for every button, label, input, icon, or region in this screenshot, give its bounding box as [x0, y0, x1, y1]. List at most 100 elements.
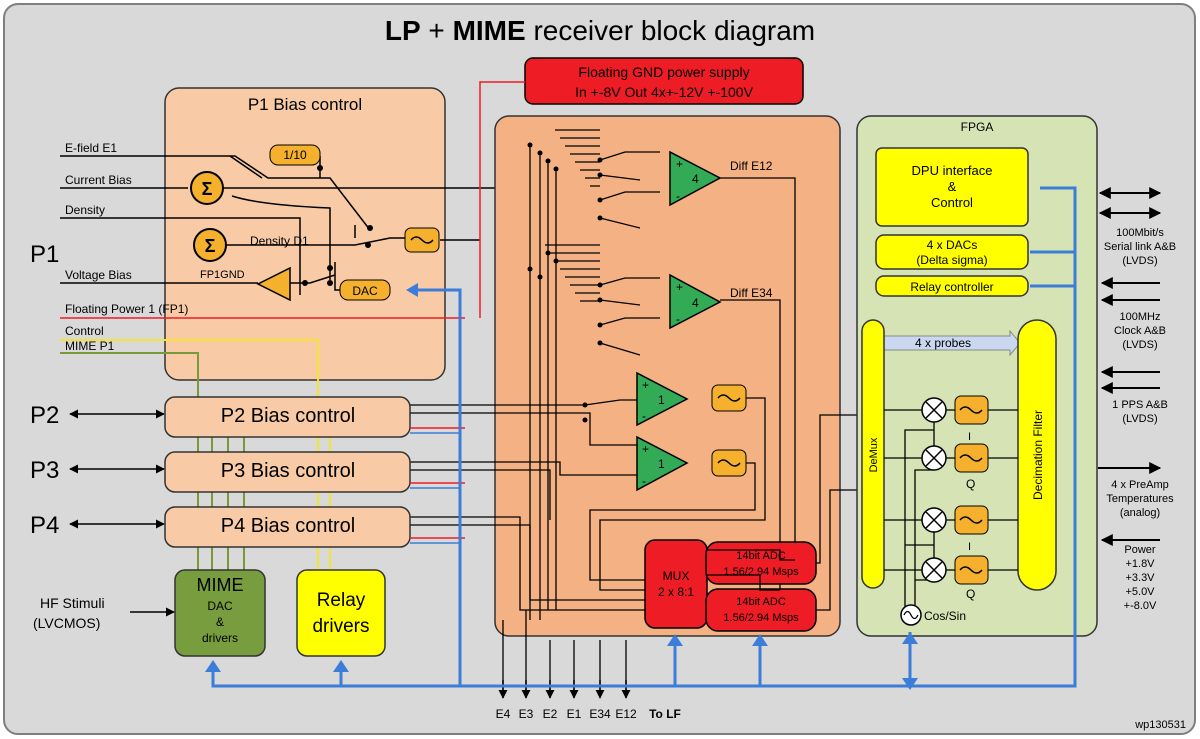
label-voltage-bias: Voltage Bias — [65, 268, 132, 282]
gain-1-10-label: 1/10 — [283, 148, 307, 162]
bottom-to-lf: To LF — [649, 707, 681, 721]
power-line1: Power — [1124, 544, 1156, 556]
probe-arrows — [69, 409, 165, 529]
diff-e34-label: Diff E34 — [730, 286, 773, 300]
opamp-b2-plus: + — [642, 442, 649, 456]
mixers — [921, 397, 947, 583]
adc-2-line1: 14bit ADC — [736, 596, 786, 608]
temp-line3: (analog) — [1120, 507, 1160, 519]
diff-e12-label: Diff E12 — [730, 159, 773, 173]
hf-stimuli-line2: (LVCMOS) — [33, 615, 100, 631]
pps-line2: (LVDS) — [1122, 413, 1157, 425]
clock-line2: Clock A&B — [1114, 325, 1166, 337]
dpu-line2: & — [948, 179, 957, 194]
mime-p1-line — [60, 352, 199, 398]
p1-block-title: P1 Bias control — [248, 95, 362, 114]
diagram-title: LP + MIME receiver block diagram — [385, 15, 815, 46]
sigma-symbol-1: Σ — [202, 179, 213, 199]
sigma-summer-2 — [193, 228, 227, 262]
label-density: Density — [65, 203, 105, 217]
fpga-title: FPGA — [961, 120, 994, 134]
p1-input-lines — [60, 155, 580, 295]
opamp-e34-plus: + — [676, 280, 683, 294]
p4-bias-control-label: P4 Bias control — [221, 515, 356, 537]
blue-dac-lines — [410, 432, 460, 544]
opamp-e34-minus: - — [676, 312, 680, 326]
label-current-bias: Current Bias — [65, 173, 132, 187]
mime-line4: drivers — [202, 631, 238, 645]
p4-bias-control-box — [164, 506, 411, 548]
label-efield: E-field E1 — [65, 141, 117, 155]
opamp-b2-gain: 1 — [658, 457, 665, 471]
analog-signal-lines — [410, 397, 868, 690]
serial-line1: 100Mbit/s — [1116, 227, 1164, 239]
clock-line1: 100MHz — [1120, 311, 1161, 323]
analog-frontend-block — [494, 115, 841, 637]
bottom-e12: E12 — [615, 707, 637, 721]
p1-driver-amp — [256, 266, 291, 302]
demux-label: DeMux — [868, 437, 880, 472]
bottom-e2: E2 — [543, 707, 558, 721]
adc-2-line2: 1.56/2.94 Msps — [723, 612, 799, 624]
probe-p1-label: P1 — [30, 241, 59, 268]
mux-line1: MUX — [663, 569, 690, 583]
mux-line2: 2 x 8:1 — [658, 585, 694, 599]
serial-line3: (LVDS) — [1122, 255, 1157, 267]
mime-title: MIME — [197, 575, 244, 595]
p2-bias-control-box — [164, 396, 411, 438]
mime-line2: DAC — [207, 599, 233, 613]
power-supply-line2: In +-8V Out 4x+-12V +-100V — [575, 84, 753, 100]
label-control: Control — [65, 324, 104, 338]
blue-arrowheads — [205, 283, 918, 690]
reference-id: wp130531 — [1134, 719, 1186, 731]
cos-sin-label: Cos/Sin — [924, 609, 966, 623]
power-supply-line1: Floating GND power supply — [578, 64, 749, 80]
relay-drivers-block — [296, 569, 386, 657]
power-supply-box — [524, 57, 804, 105]
clock-line3: (LVDS) — [1122, 339, 1157, 351]
p1-dac-box — [339, 279, 391, 301]
q-label-2: Q — [966, 587, 975, 601]
p3-bias-control-box — [164, 451, 411, 493]
opamp-buffer-2 — [636, 435, 689, 492]
adc-1-line2: 1.56/2.94 Msps — [723, 566, 799, 578]
bottom-e3: E3 — [519, 707, 534, 721]
probes4-label: 4 x probes — [915, 336, 971, 350]
bottom-e1: E1 — [567, 707, 582, 721]
serial-line2: Serial link A&B — [1104, 241, 1176, 253]
dacs-line1: 4 x DACs — [927, 238, 978, 252]
mime-block — [174, 569, 266, 657]
bottom-e4: E4 — [496, 707, 511, 721]
decim-label: Decimation Filter — [1031, 410, 1045, 500]
probe-p2-label: P2 — [30, 402, 59, 429]
fp-supply-line — [479, 81, 525, 318]
p1-bias-control-block — [164, 87, 446, 381]
p1-switch-dots — [302, 165, 373, 286]
power-line4: +5.0V — [1125, 586, 1155, 598]
p2-bias-control-label: P2 Bias control — [221, 405, 356, 427]
i-label-2: I — [968, 541, 971, 553]
matrix-dots — [527, 142, 603, 423]
switch-matrix-e34 — [545, 244, 781, 590]
label-mime-p1: MIME P1 — [65, 339, 115, 353]
bottom-e34: E34 — [589, 707, 611, 721]
sigma-symbol-2: Σ — [205, 236, 216, 256]
opamp-e12-minus: - — [676, 189, 680, 203]
density-d1-label: Density D1 — [250, 234, 309, 248]
pps-line1: 1 PPS A&B — [1112, 399, 1168, 411]
power-line3: +3.3V — [1125, 572, 1155, 584]
fp1gnd-label: FP1GND — [200, 269, 245, 281]
opamp-b1-gain: 1 — [658, 393, 665, 407]
right-interface-arrows — [1098, 187, 1162, 546]
decimation-filter-bar — [1017, 319, 1057, 591]
p1-dac-label: DAC — [352, 284, 378, 298]
relay-controller-label: Relay controller — [910, 280, 993, 294]
dpu-line3: Control — [931, 195, 973, 210]
gain-1-10-box — [269, 144, 321, 166]
opamp-b1-plus: + — [642, 378, 649, 392]
relay-line2: drivers — [312, 616, 369, 637]
label-floating-power: Floating Power 1 (FP1) — [65, 302, 188, 316]
mux-box — [644, 539, 708, 629]
mime-line3: & — [216, 615, 224, 629]
probe-p4-label: P4 — [30, 512, 59, 539]
